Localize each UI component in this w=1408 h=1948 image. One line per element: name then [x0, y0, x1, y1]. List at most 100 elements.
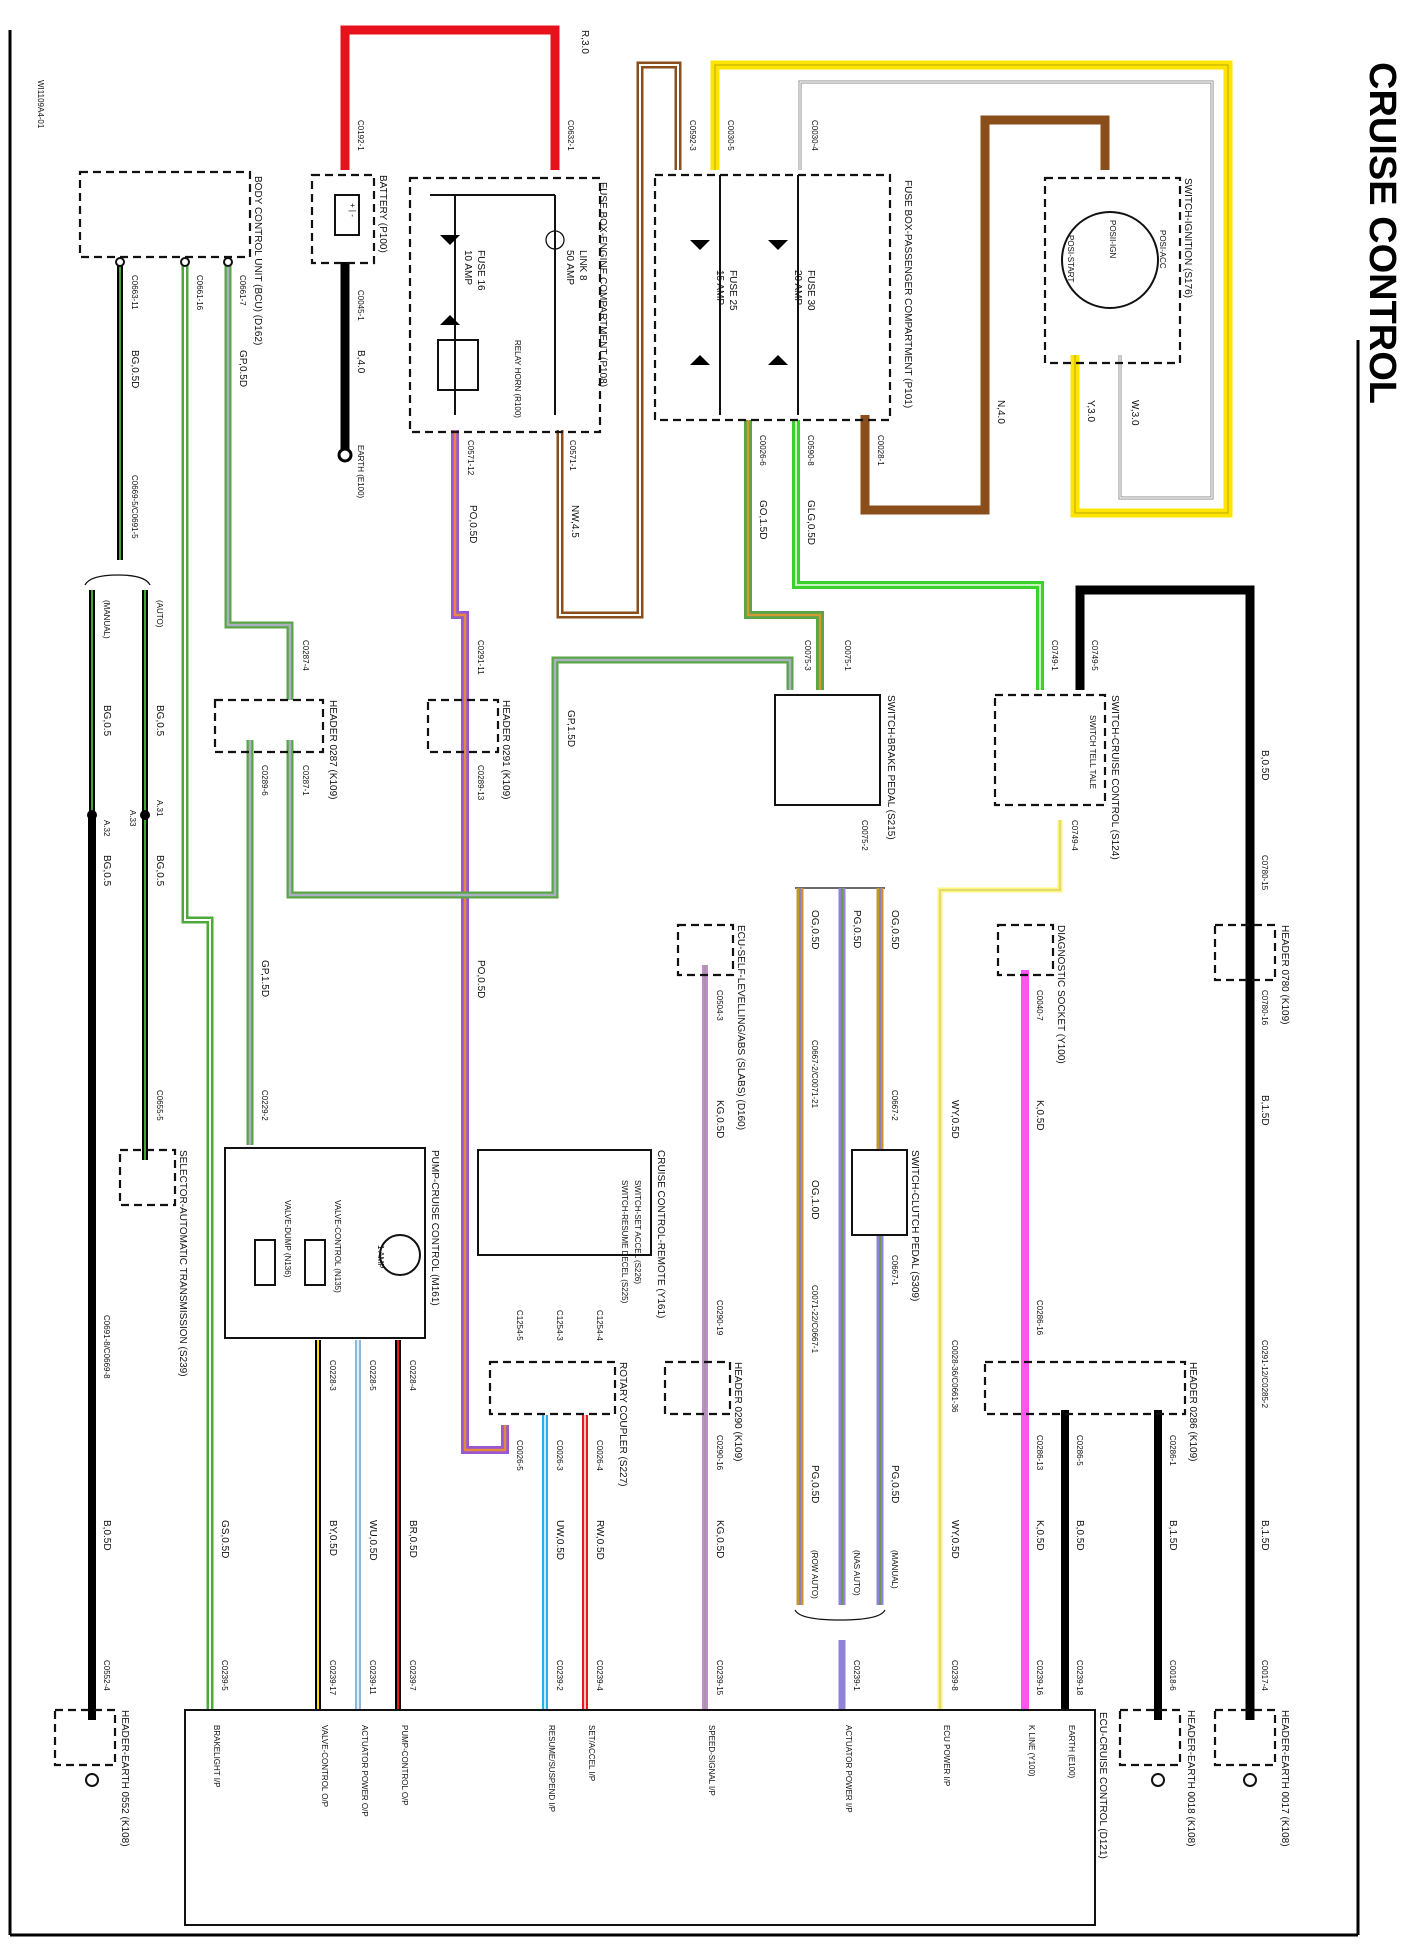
- svg-text:C0632-1: C0632-1: [566, 120, 575, 151]
- svg-text:C0239-2: C0239-2: [555, 1660, 564, 1691]
- svg-text:VALVE-CONTROL (N135): VALVE-CONTROL (N135): [333, 1200, 342, 1293]
- header-0290: [663, 1360, 732, 1416]
- svg-text:UW,0.5D: UW,0.5D: [554, 1520, 565, 1560]
- svg-text:BG,0.5: BG,0.5: [154, 705, 165, 737]
- brake-pedal-switch: [774, 694, 881, 806]
- selector-transmission: [118, 1148, 177, 1207]
- svg-text:SWITCH-CRUISE CONTROL (S124): SWITCH-CRUISE CONTROL (S124): [1109, 695, 1120, 860]
- svg-text:HEADER-EARTH 0018 (K108): HEADER-EARTH 0018 (K108): [1185, 1710, 1196, 1847]
- reference-code: WI1109A4-01: [36, 80, 45, 129]
- wire-wy: [937, 820, 1063, 1710]
- svg-text:50 AMP: 50 AMP: [564, 250, 575, 285]
- svg-text:BG,0.5: BG,0.5: [101, 705, 112, 737]
- svg-text:PG,0.5D: PG,0.5D: [889, 1465, 900, 1503]
- svg-text:ECU POWER I/P: ECU POWER I/P: [942, 1725, 951, 1786]
- svg-text:VALVE-DUMP (N136): VALVE-DUMP (N136): [283, 1200, 292, 1278]
- svg-text:C0071-22/C0667-1: C0071-22/C0667-1: [810, 1285, 819, 1354]
- earth-terminal-e100: [337, 447, 353, 463]
- svg-text:EARTH (E100): EARTH (E100): [356, 445, 365, 499]
- svg-text:C1254-4: C1254-4: [595, 1310, 604, 1341]
- svg-text:POSI-START: POSI-START: [1066, 235, 1075, 282]
- svg-text:GS,0.5D: GS,0.5D: [219, 1520, 230, 1558]
- svg-text:B,1.5D: B,1.5D: [1259, 1095, 1270, 1126]
- svg-text:POSI-ACC: POSI-ACC: [1158, 230, 1167, 269]
- svg-text:BG,0.5: BG,0.5: [154, 855, 165, 887]
- svg-text:B,0.5D: B,0.5D: [1074, 1520, 1085, 1551]
- svg-text:C0239-4: C0239-4: [595, 1660, 604, 1691]
- svg-text:C0571-1: C0571-1: [568, 440, 577, 471]
- svg-text:C0028-1: C0028-1: [876, 435, 885, 466]
- header-earth-0017: [1213, 1708, 1277, 1767]
- svg-text:K,0.5D: K,0.5D: [1034, 1520, 1045, 1551]
- svg-text:ECU-CRUISE CONTROL (D121): ECU-CRUISE CONTROL (D121): [1097, 1712, 1108, 1859]
- svg-text:1 AMP: 1 AMP: [376, 1245, 385, 1269]
- svg-text:C0592-3: C0592-3: [688, 120, 697, 151]
- svg-text:C0749-4: C0749-4: [1070, 820, 1079, 851]
- header-0291: [426, 698, 500, 754]
- svg-text:R,3.0: R,3.0: [579, 30, 590, 54]
- svg-text:VALVE-CONTROL O/P: VALVE-CONTROL O/P: [320, 1725, 329, 1807]
- svg-text:C0749-5: C0749-5: [1090, 640, 1099, 671]
- svg-text:C0026-3: C0026-3: [555, 1440, 564, 1471]
- svg-text:C0030-4: C0030-4: [810, 120, 819, 151]
- fuse-box-passenger: [653, 173, 892, 422]
- wire-gp-loop: [286, 656, 794, 899]
- svg-text:C0239-1: C0239-1: [852, 1660, 861, 1691]
- svg-text:+ | -: + | -: [348, 203, 357, 217]
- svg-text:C0287-1: C0287-1: [301, 765, 310, 796]
- svg-text:LINK 8: LINK 8: [577, 250, 588, 281]
- svg-text:ECU-SELF-LEVELLING/ABS (SLABS): ECU-SELF-LEVELLING/ABS (SLABS) (D160): [735, 925, 746, 1130]
- svg-text:BRAKELIGHT I/P: BRAKELIGHT I/P: [212, 1725, 221, 1788]
- svg-text:C0045-1: C0045-1: [356, 290, 365, 321]
- svg-text:C0239-18: C0239-18: [1075, 1660, 1084, 1696]
- svg-text:C0026-6: C0026-6: [758, 435, 767, 466]
- svg-text:BY,0.5D: BY,0.5D: [327, 1520, 338, 1556]
- page-title: CRUISE CONTROL: [1361, 62, 1403, 404]
- svg-text:HEADER 0291 (K109): HEADER 0291 (K109): [500, 700, 511, 800]
- svg-text:C0239-5: C0239-5: [220, 1660, 229, 1691]
- svg-text:C0552-4: C0552-4: [102, 1660, 111, 1691]
- svg-text:DIAGNOSTIC SOCKET (Y100): DIAGNOSTIC SOCKET (Y100): [1055, 925, 1066, 1064]
- svg-text:RW,0.5D: RW,0.5D: [594, 1520, 605, 1560]
- svg-text:B,0.5D: B,0.5D: [101, 1520, 112, 1551]
- svg-text:C0075-2: C0075-2: [860, 820, 869, 851]
- svg-text:WY,0.5D: WY,0.5D: [949, 1520, 960, 1559]
- svg-text:SWITCH-CLUTCH PEDAL (S309): SWITCH-CLUTCH PEDAL (S309): [909, 1150, 920, 1301]
- svg-text:15 AMP: 15 AMP: [714, 270, 725, 305]
- svg-text:C0026-4: C0026-4: [595, 1440, 604, 1471]
- svg-text:C0780-15: C0780-15: [1260, 855, 1269, 891]
- svg-text:C0228-4: C0228-4: [408, 1360, 417, 1391]
- svg-text:W,3.0: W,3.0: [1129, 400, 1140, 426]
- svg-text:(MANUAL): (MANUAL): [102, 600, 111, 639]
- svg-text:C0667-2/C0071-21: C0667-2/C0071-21: [810, 1040, 819, 1109]
- bcu-box: [78, 170, 252, 259]
- svg-text:20 AMP: 20 AMP: [792, 270, 803, 305]
- svg-text:C0290-16: C0290-16: [715, 1435, 724, 1471]
- svg-text:C0286-16: C0286-16: [1035, 1300, 1044, 1336]
- header-0780: [1213, 923, 1277, 982]
- header-earth-0552: [53, 1708, 117, 1767]
- svg-text:SWITCH-RESUME DECEL (S225): SWITCH-RESUME DECEL (S225): [620, 1180, 629, 1304]
- svg-text:RESUME/SUSPEND I/P: RESUME/SUSPEND I/P: [547, 1725, 556, 1812]
- svg-text:POSII-IGN: POSII-IGN: [1108, 220, 1117, 258]
- cruise-control-switch: [993, 693, 1107, 807]
- ignition-switch: [1043, 176, 1182, 365]
- clutch-pedal-switch: [851, 1149, 908, 1236]
- battery-label: BATTERY (P100): [377, 175, 388, 253]
- svg-text:GP,1.5D: GP,1.5D: [565, 710, 576, 747]
- svg-text:C0018-6: C0018-6: [1168, 1660, 1177, 1691]
- svg-text:C0290-19: C0290-19: [715, 1300, 724, 1336]
- svg-text:SWITCH-IGNITION (S176): SWITCH-IGNITION (S176): [1182, 178, 1193, 298]
- svg-text:KG,0.5D: KG,0.5D: [714, 1100, 725, 1138]
- svg-text:C0239-7: C0239-7: [408, 1660, 417, 1691]
- svg-text:C0661-16: C0661-16: [195, 275, 204, 311]
- ecu-cruise-control: [184, 1709, 1096, 1926]
- svg-text:C0780-16: C0780-16: [1260, 990, 1269, 1026]
- svg-text:C0504-3: C0504-3: [715, 990, 724, 1021]
- svg-text:GLG,0.5D: GLG,0.5D: [805, 500, 816, 545]
- svg-text:PUMP-CRUISE CONTROL (M161): PUMP-CRUISE CONTROL (M161): [429, 1150, 440, 1306]
- svg-text:EARTH (E100): EARTH (E100): [1067, 1725, 1076, 1779]
- svg-text:OG,0.5D: OG,0.5D: [889, 910, 900, 949]
- svg-text:C0229-2: C0229-2: [260, 1090, 269, 1121]
- svg-text:C0287-4: C0287-4: [301, 640, 310, 671]
